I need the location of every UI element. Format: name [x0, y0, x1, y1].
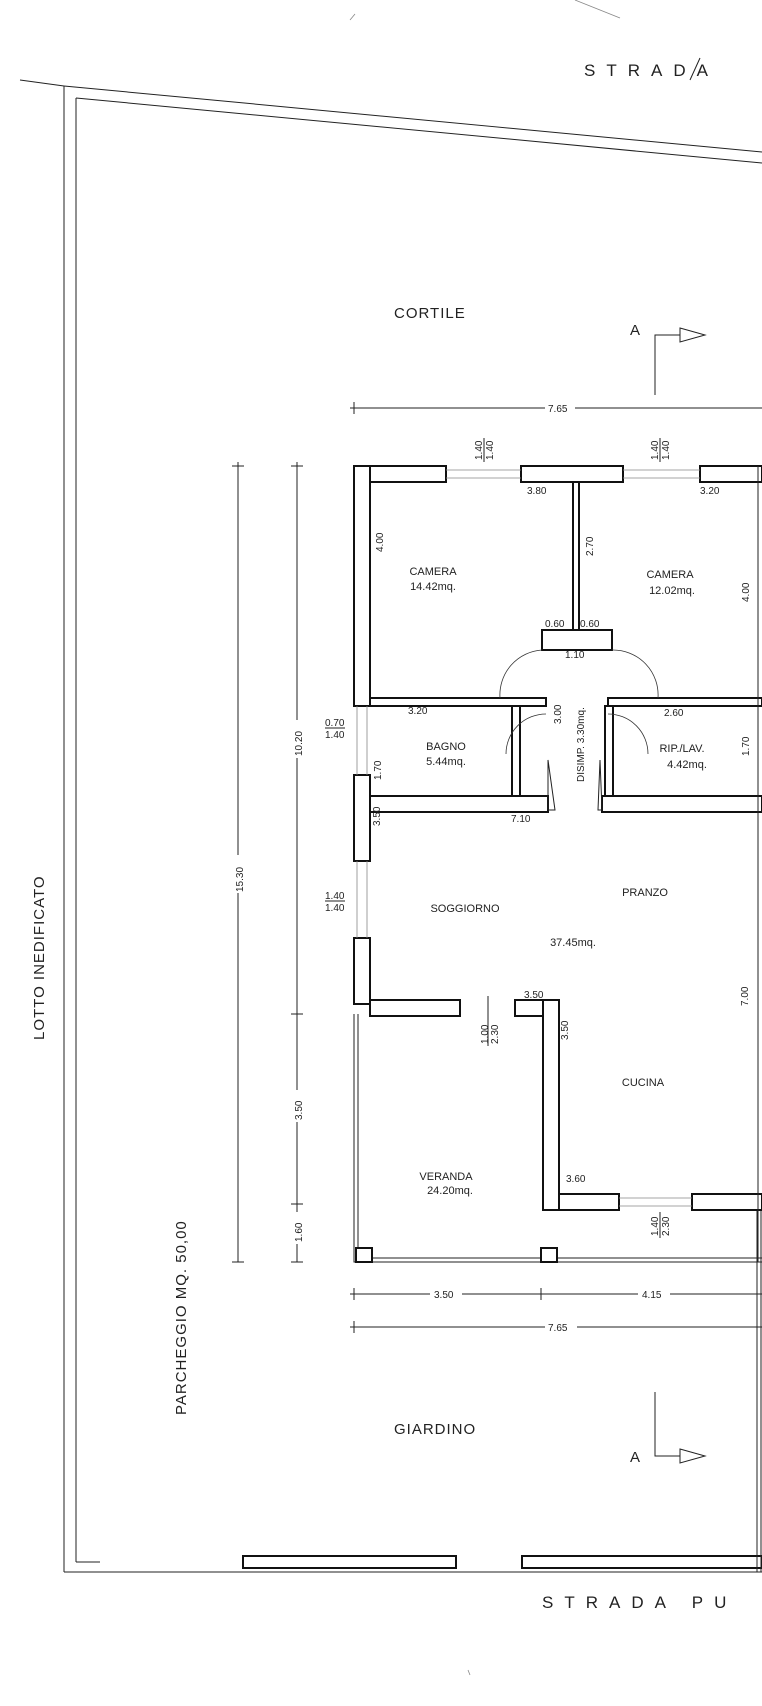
dim-total-depth-text: 15.30 [235, 867, 246, 892]
room-disimpegno: DISIMP. 3.30mq. [576, 707, 587, 782]
dim-text: 3.50 [560, 1020, 571, 1040]
room-rip-lav: RIP./LAV. 4.42mq. [659, 743, 706, 771]
dim-text: 3.50 [372, 806, 383, 826]
dim-text: 2.30 [661, 1216, 672, 1236]
dim-text: 1.40 [661, 440, 672, 460]
street-label-top: STRADA [584, 61, 719, 80]
dim-rear-depth-text: 1.60 [294, 1222, 305, 1242]
dim-veranda-depth-text: 3.50 [294, 1100, 305, 1120]
room-veranda: VERANDA 24.20mq. [419, 1171, 473, 1197]
cortile-label: CORTILE [394, 305, 466, 322]
dim-text: 1.40 [325, 903, 345, 914]
dim-bottom-total-text: 7.65 [548, 1323, 568, 1334]
dim-text: 3.60 [566, 1174, 586, 1185]
dim-text: 1.40 [650, 440, 661, 460]
scribble-mark-bottom [467, 1669, 471, 1676]
dim-bottom-total: 7.65 [350, 1321, 762, 1334]
dim-text: 2.70 [585, 536, 596, 556]
room-camera-1: CAMERA 14.42mq. [409, 566, 457, 593]
room-name: CAMERA [409, 566, 457, 578]
room-camera-2: CAMERA 12.02mq. [646, 569, 694, 597]
room-pranzo-area: 37.45mq. [550, 937, 596, 949]
parcheggio-label: PARCHEGGIO MQ. 50,00 [173, 1220, 190, 1415]
section-letter-bottom: A [630, 1449, 641, 1466]
dim-text: 0.60 [545, 619, 565, 630]
room-area: 12.02mq. [649, 585, 695, 597]
dim-text: 4.00 [741, 582, 752, 602]
dim-text: 3.50 [524, 990, 544, 1001]
dim-text: 3.00 [553, 704, 564, 724]
room-area: 5.44mq. [426, 756, 466, 768]
room-name: BAGNO [426, 741, 466, 753]
section-arrow-bottom [679, 1448, 707, 1464]
scribble-mark [574, 0, 621, 19]
gate-right [521, 1555, 762, 1569]
dim-house-depth-text: 10.20 [294, 731, 305, 756]
room-bagno: BAGNO 5.44mq. [426, 741, 466, 768]
dim-text: 1.40 [325, 730, 345, 741]
room-area: 4.42mq. [667, 759, 707, 771]
dim-text: 2.60 [664, 708, 684, 719]
dim-bottom-right-text: 4.15 [642, 1290, 662, 1301]
room-name: VERANDA [419, 1171, 473, 1183]
room-pranzo: PRANZO [622, 887, 668, 899]
door-swings [499, 649, 659, 811]
gate-left [242, 1555, 457, 1569]
boundary-extension [19, 79, 65, 87]
dim-text: 4.00 [375, 532, 386, 552]
street-label-bottom: STRADA PU [542, 1593, 737, 1612]
room-area: 14.42mq. [410, 581, 456, 593]
lot-boundary-top-outer [63, 85, 762, 153]
giardino-label: GIARDINO [394, 1421, 476, 1438]
dim-text: 0.70 [325, 718, 345, 729]
lot-boundary-top-inner [75, 97, 762, 164]
room-cucina: CUCINA [622, 1077, 665, 1089]
room-name: CAMERA [646, 569, 694, 581]
section-marker-top: A [630, 322, 707, 395]
section-marker-bottom: A [630, 1392, 707, 1466]
room-area: 24.20mq. [427, 1185, 473, 1197]
dim-bottom-left-text: 3.50 [434, 1290, 454, 1301]
dim-text: 3.20 [408, 706, 428, 717]
dim-text: 3.20 [700, 486, 720, 497]
dim-text: 1.40 [474, 440, 485, 460]
section-arrow-top [679, 327, 707, 343]
dim-text: 7.10 [511, 814, 531, 825]
room-name: RIP./LAV. [659, 743, 704, 755]
dim-text: 1.70 [741, 736, 752, 756]
dim-text: 1.10 [565, 650, 585, 661]
dim-text: 2.30 [490, 1024, 501, 1044]
dim-bottom-split: 3.50 4.15 [350, 1288, 762, 1301]
section-line-top [654, 334, 680, 395]
dim-text: 1.70 [373, 760, 384, 780]
dim-text: 1.40 [485, 440, 496, 460]
street-tick [689, 57, 701, 81]
room-soggiorno: SOGGIORNO [430, 903, 500, 915]
dim-text: 3.80 [527, 486, 547, 497]
lotto-label: LOTTO INEDIFICATO [31, 875, 48, 1040]
dim-text: 1.40 [325, 891, 345, 902]
section-line-bottom [654, 1392, 680, 1457]
dim-text: 7.00 [740, 986, 751, 1006]
dim-house-depth: 10.20 3.50 1.60 [290, 462, 305, 1263]
dim-text: 0.60 [580, 619, 600, 630]
dim-text: 1.00 [480, 1024, 491, 1044]
interior-dimensions: 1.40 1.40 1.40 1.40 3.80 3.20 4.00 4.00 … [325, 438, 752, 1238]
windows [356, 469, 700, 1207]
house-walls [353, 465, 762, 1263]
dim-text: 1.40 [650, 1216, 661, 1236]
dim-total-depth: 15.30 [231, 462, 246, 1263]
scribble-mark-small [349, 13, 356, 21]
dim-top-width: 7.65 [350, 402, 762, 415]
section-letter-top: A [630, 322, 641, 339]
dim-top-width-text: 7.65 [548, 404, 568, 415]
